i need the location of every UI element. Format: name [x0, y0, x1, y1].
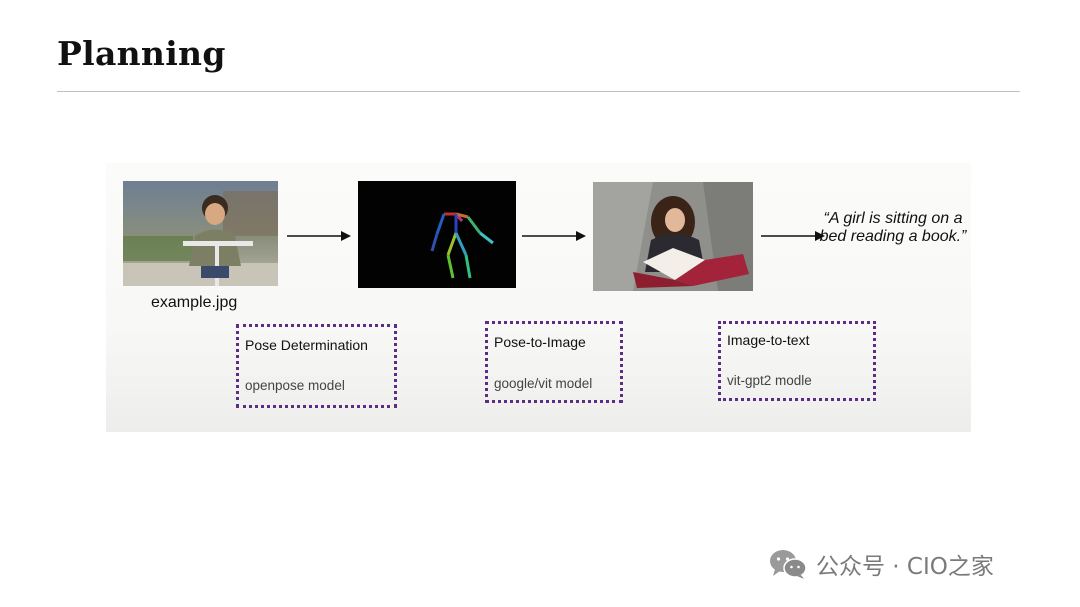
- pose-skeleton-icon: [358, 181, 516, 288]
- watermark: 公众号 · CIO之家: [768, 548, 994, 580]
- flow-arrow-2: [522, 229, 586, 243]
- flow-arrow-3: [761, 229, 825, 243]
- step-model: vit-gpt2 modle: [727, 373, 812, 388]
- girl-reading-photo-icon: [593, 182, 753, 291]
- step-pose-determination: Pose Determination openpose model: [236, 324, 397, 408]
- wechat-icon: [768, 548, 808, 580]
- generated-photo: [593, 182, 753, 291]
- arrow-right-icon: [287, 231, 351, 241]
- input-photo: [123, 181, 278, 286]
- step-name: Image-to-text: [727, 332, 810, 348]
- arrow-right-icon: [761, 231, 825, 241]
- step-name: Pose-to-Image: [494, 334, 586, 350]
- pose-image: [358, 181, 516, 288]
- arrow-right-icon: [522, 231, 586, 241]
- step-image-to-text: Image-to-text vit-gpt2 modle: [718, 321, 876, 401]
- boy-photo-icon: [123, 181, 278, 286]
- slide-title: Planning: [57, 34, 226, 73]
- flow-arrow-1: [287, 229, 351, 243]
- title-divider: [57, 91, 1020, 92]
- step-pose-to-image: Pose-to-Image google/vit model: [485, 321, 623, 403]
- watermark-text: 公众号 · CIO之家: [816, 554, 994, 580]
- step-model: google/vit model: [494, 376, 593, 391]
- output-caption: “A girl is sitting on a bed reading a bo…: [819, 210, 967, 245]
- step-model: openpose model: [245, 378, 345, 393]
- input-filename: example.jpg: [151, 294, 238, 311]
- pipeline-diagram: example.jpg: [106, 163, 971, 432]
- step-name: Pose Determination: [245, 337, 368, 353]
